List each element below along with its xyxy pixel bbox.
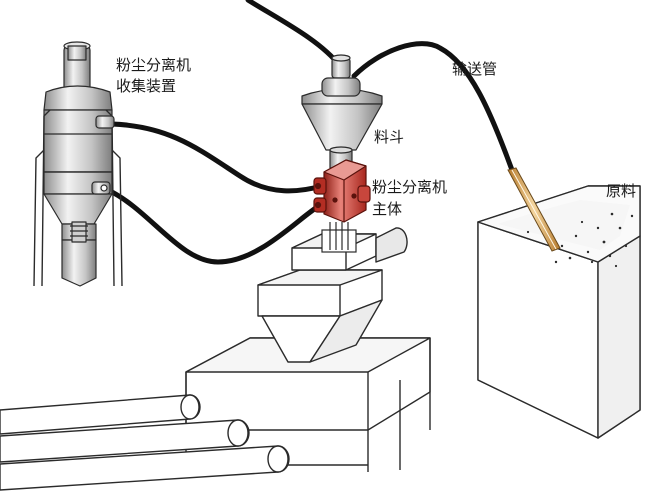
collector-label-line1: 粉尘分离机 bbox=[116, 56, 192, 74]
machine-base bbox=[185, 337, 431, 472]
collector-inlets bbox=[91, 115, 115, 195]
collector-hose-upper bbox=[109, 121, 325, 194]
collector-label-line2: 收集装置 bbox=[116, 77, 177, 95]
raw-material-label: 原料 bbox=[606, 182, 637, 200]
throat-window bbox=[321, 222, 357, 253]
separator-body bbox=[313, 159, 371, 223]
conveying-pipe-label: 输送管 bbox=[452, 60, 498, 78]
hoses bbox=[105, 0, 515, 265]
raw-material-bin bbox=[477, 185, 641, 439]
dust-collector bbox=[43, 41, 113, 287]
material-granules bbox=[526, 212, 634, 268]
separator-label-line1: 粉尘分离机 bbox=[372, 178, 448, 196]
tie-bars bbox=[0, 394, 290, 491]
suction-wand bbox=[507, 167, 561, 252]
conveying-hose bbox=[351, 41, 515, 173]
top-hose bbox=[245, 0, 343, 69]
hopper bbox=[301, 54, 383, 169]
hopper-label: 料斗 bbox=[374, 128, 405, 146]
feed-throat bbox=[257, 269, 383, 363]
collector-hose-lower bbox=[105, 187, 325, 265]
separator-label-line2: 主体 bbox=[372, 200, 403, 218]
